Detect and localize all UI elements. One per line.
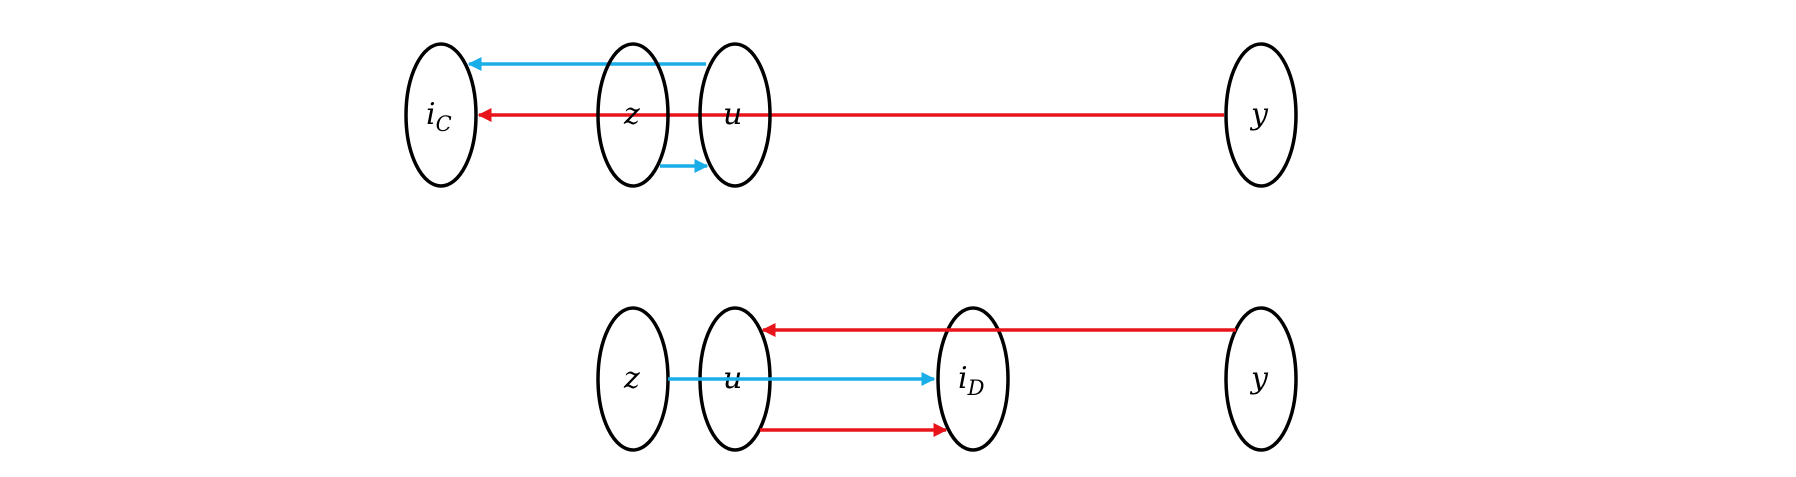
node-top-u: u bbox=[698, 42, 772, 188]
svg-text:iC: iC bbox=[426, 97, 452, 136]
node-bottom-id-label: i bbox=[958, 361, 968, 396]
node-top-y-label: y bbox=[1249, 97, 1269, 132]
node-top-ic-sub: C bbox=[436, 112, 452, 136]
node-bottom-id-sub: D bbox=[967, 376, 985, 400]
node-top-ic-label: i bbox=[426, 97, 436, 132]
node-top-z: z bbox=[596, 42, 670, 188]
node-top-y: y bbox=[1224, 42, 1298, 188]
svg-text:iD: iD bbox=[958, 361, 985, 400]
node-top-ic: iC bbox=[404, 42, 478, 188]
top-diagram: iC z u y bbox=[404, 42, 1298, 188]
node-bottom-z: z bbox=[596, 306, 670, 452]
node-top-z-label: z bbox=[623, 97, 640, 132]
node-bottom-y-label: y bbox=[1249, 361, 1269, 396]
node-bottom-id: iD bbox=[936, 306, 1010, 452]
bottom-diagram: z u iD y bbox=[596, 306, 1298, 452]
node-bottom-y: y bbox=[1224, 306, 1298, 452]
node-bottom-z-label: z bbox=[623, 361, 640, 396]
node-top-u-label: u bbox=[723, 97, 742, 132]
